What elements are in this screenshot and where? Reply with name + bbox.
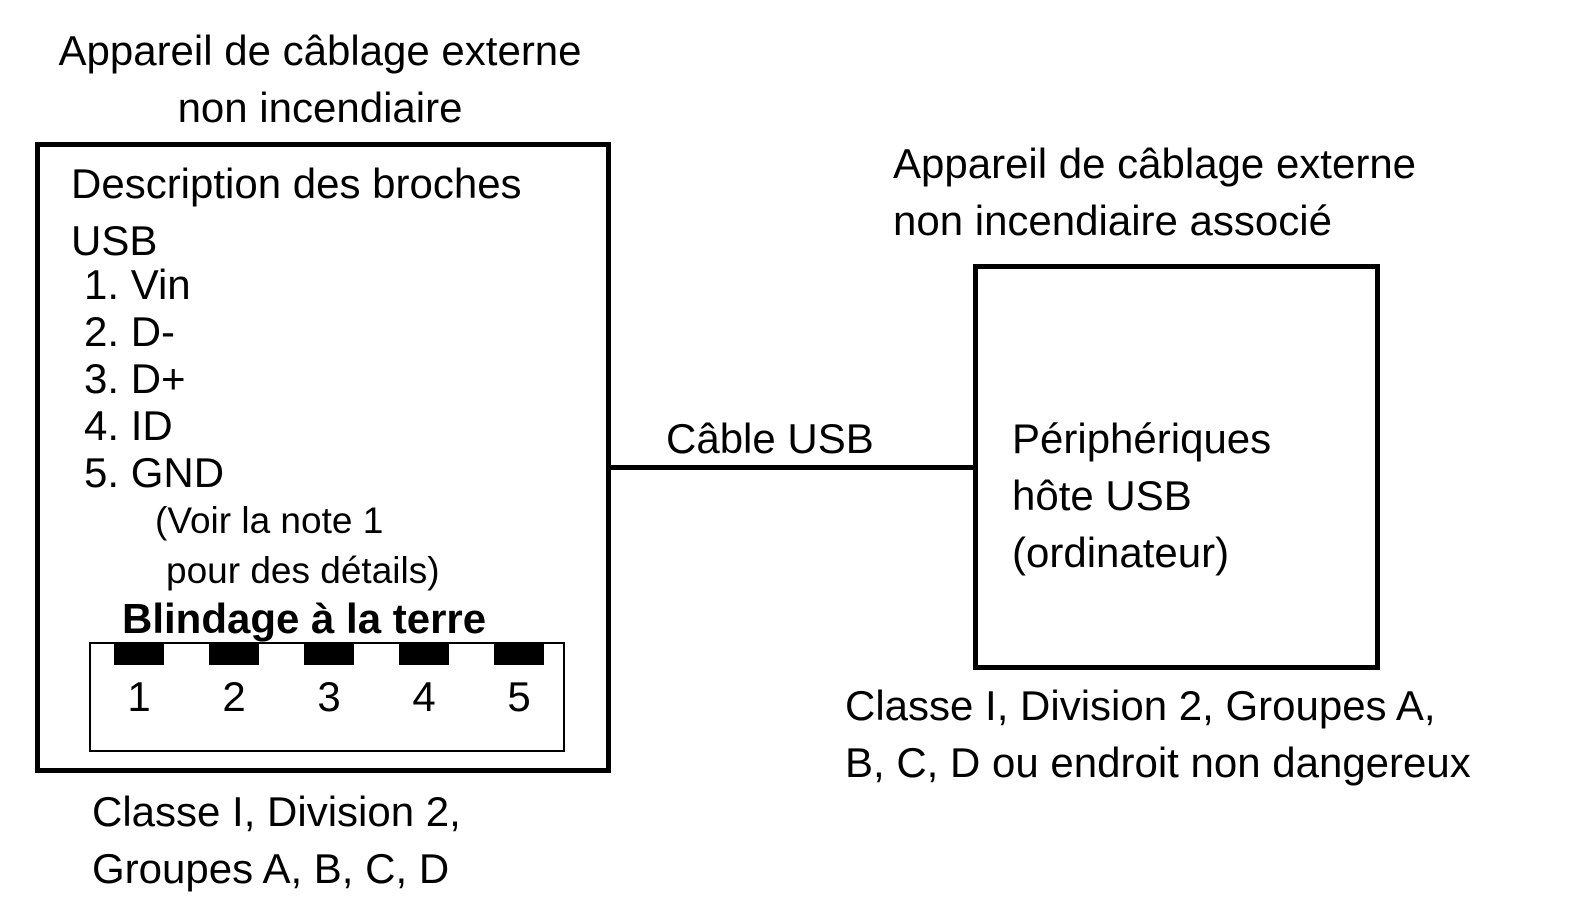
pin-note-line-1: (Voir la note 1 — [155, 500, 384, 541]
host-label-line-2: hôte USB — [1012, 472, 1192, 519]
right-device-title: Appareil de câblage externe non incendia… — [893, 135, 1416, 249]
host-device-box — [973, 264, 1380, 670]
pin-item-1: 1. Vin — [84, 261, 191, 308]
left-device-box — [35, 142, 611, 773]
left-location-line-1: Classe I, Division 2, — [92, 788, 461, 835]
left-location-line-2: Groupes A, B, C, D — [92, 845, 450, 892]
connector-contact-1 — [114, 644, 164, 665]
shield-label: Blindage à la terre — [122, 595, 487, 642]
pin-item-4: 4. ID — [84, 402, 173, 449]
connector-contact-3 — [304, 644, 354, 665]
pinout-heading-line-2: USB — [71, 217, 158, 264]
connector-contact-5 — [494, 644, 544, 665]
connector-pin-number-2: 2 — [222, 673, 246, 720]
left-device-title-line-1: Appareil de câblage externe — [58, 27, 582, 74]
connector-pin-number-5: 5 — [507, 673, 531, 720]
host-label-line-1: Périphériques — [1012, 415, 1272, 462]
connector-pin-number-4: 4 — [412, 673, 436, 720]
pinout-heading: Description des broches USB — [71, 155, 522, 269]
right-device-location: Classe I, Division 2, Groupes A, B, C, D… — [845, 677, 1471, 791]
connector-pin-number-1: 1 — [127, 673, 151, 720]
pin-item-5: 5. GND — [84, 449, 225, 496]
connector-pin-number-3: 3 — [317, 673, 341, 720]
right-location-line-1: Classe I, Division 2, Groupes A, — [845, 682, 1436, 729]
pinout-heading-line-1: Description des broches — [71, 160, 522, 207]
pin-note-line-2: pour des détails) — [166, 550, 440, 591]
pin-item-3: 3. D+ — [84, 355, 186, 402]
pin-item-2: 2. D- — [84, 308, 176, 355]
left-device-location: Classe I, Division 2, Groupes A, B, C, D — [92, 783, 461, 897]
right-device-title-line-1: Appareil de câblage externe — [893, 140, 1417, 187]
right-device-title-line-2: non incendiaire associé — [893, 197, 1332, 244]
connector-contact-2 — [209, 644, 259, 665]
usb-cable-line — [611, 465, 976, 470]
right-location-line-2: B, C, D ou endroit non dangereux — [845, 739, 1471, 786]
left-device-title-line-2: non incendiaire — [177, 84, 463, 131]
host-label-line-3: (ordinateur) — [1012, 529, 1230, 576]
usb-cable-label: Câble USB — [666, 415, 874, 462]
connector-contact-4 — [399, 644, 449, 665]
left-device-title: Appareil de câblage externe non incendia… — [20, 22, 620, 136]
host-device-label: Périphériques hôte USB (ordinateur) — [1012, 410, 1271, 581]
